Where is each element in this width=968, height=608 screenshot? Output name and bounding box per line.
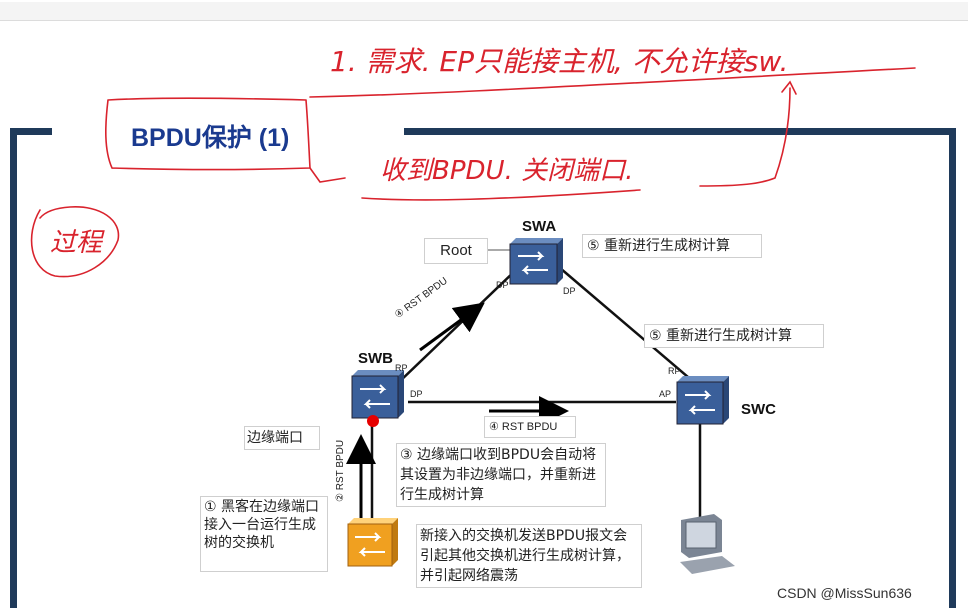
port-label-swa-right: DP — [563, 286, 576, 296]
computer-icon — [680, 514, 735, 574]
slide-frame-top-left — [10, 128, 52, 135]
arrow-icon-swb-to-swa — [419, 302, 485, 352]
root-label: Root — [424, 238, 488, 264]
browser-top-strip — [0, 2, 968, 21]
slide-frame-top-right — [404, 128, 956, 135]
switch-icon-rogue — [347, 518, 398, 567]
handwriting-action: 收到BPDU. 关闭端口. — [380, 156, 634, 186]
watermark: CSDN @MissSun636 — [777, 585, 912, 601]
port-label-swb-top: RP — [395, 363, 408, 373]
handwriting-strokes — [30, 67, 916, 278]
recalc-label-swa: ⑤ 重新进行生成树计算 — [582, 234, 762, 258]
slide-frame-right — [949, 128, 956, 608]
node-name-swa: SWA — [522, 218, 557, 235]
rst-bpdu-label-swb-swc: ④ RST BPDU — [484, 416, 576, 438]
handwriting-process: 过程 — [50, 228, 103, 258]
slide-frame-left — [10, 128, 17, 608]
port-label-swb-right: DP — [410, 389, 423, 399]
new-switch-description: 新接入的交换机发送BPDU报文会引起其他交换机进行生成树计算，并引起网络震荡 — [416, 524, 642, 588]
port-label-swa-left: DP — [496, 280, 509, 290]
edge-port-label: 边缘端口 — [244, 426, 320, 450]
step3-description: ③ 边缘端口收到BPDU会自动将其设置为非边缘端口，并重新进行生成树计算 — [396, 443, 606, 507]
slide-title: BPDU保护 (1) — [131, 124, 290, 152]
handwriting-requirement: 1. 需求. EP只能接主机, 不允许接sw. — [330, 45, 789, 78]
node-name-swb: SWB — [358, 350, 393, 367]
step1-description: ① 黑客在边缘端口接入一台运行生成树的交换机 — [200, 496, 328, 572]
rst-bpdu-label-rogue-swb: ② RST BPDU — [335, 439, 346, 502]
edge-port-alert-dot — [367, 415, 379, 427]
switch-icon-swb — [351, 370, 404, 419]
port-label-swc-left: AP — [659, 389, 672, 399]
switch-icon-swc — [676, 376, 729, 425]
link-swa-swc — [559, 267, 696, 384]
node-name-swc: SWC — [741, 401, 776, 418]
port-label-swc-top: RP — [668, 366, 681, 376]
switch-icon-swa — [509, 238, 563, 285]
recalc-label-swc: ⑤ 重新进行生成树计算 — [644, 324, 824, 348]
